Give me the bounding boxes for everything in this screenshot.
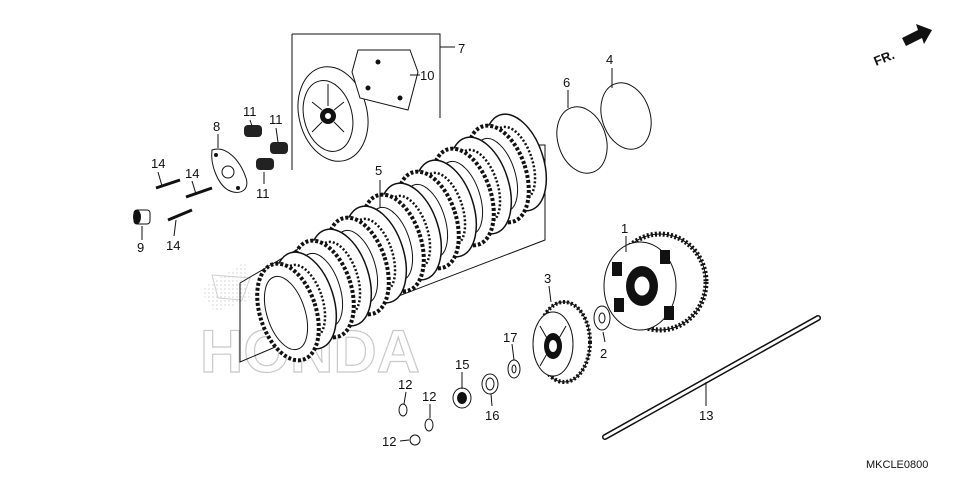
callout-7: 7 xyxy=(458,41,465,56)
part-7-group-frame xyxy=(291,33,455,170)
clutch-center xyxy=(532,300,592,384)
clutch-springs xyxy=(244,125,288,170)
callout-2: 2 xyxy=(600,346,607,361)
diagram-code: MKCLE0800 xyxy=(866,459,928,471)
o-ring-4 xyxy=(600,82,652,150)
clutch-outer xyxy=(603,231,709,333)
nut-9 xyxy=(133,209,151,225)
callout-11-bottom: 11 xyxy=(256,186,270,201)
o-ring-6 xyxy=(556,106,608,174)
disc-inner-edge xyxy=(263,275,309,351)
callout-16: 16 xyxy=(485,408,499,423)
front-direction-arrow: FR. xyxy=(872,24,932,69)
lock-nut-15 xyxy=(452,387,472,409)
callout-11-top: 11 xyxy=(243,104,257,119)
direction-label: FR. xyxy=(872,47,897,69)
o-rings-12 xyxy=(398,403,434,446)
washer-16 xyxy=(481,373,499,395)
callout-labels: 1 2 3 4 5 6 7 8 9 10 11 11 11 12 12 12 1… xyxy=(137,41,713,449)
callout-5: 5 xyxy=(375,163,382,178)
callout-4: 4 xyxy=(606,52,613,67)
callout-14-left: 14 xyxy=(151,156,165,171)
callout-12-right: 12 xyxy=(422,389,436,404)
callout-9: 9 xyxy=(137,240,144,255)
clutch-lifter-plate xyxy=(297,66,369,162)
callout-15: 15 xyxy=(455,357,469,372)
leader-lines xyxy=(141,68,707,442)
callout-3: 3 xyxy=(544,271,551,286)
callout-13: 13 xyxy=(699,408,713,423)
callout-14-middle: 14 xyxy=(185,166,199,181)
callout-10: 10 xyxy=(420,68,434,83)
lifter-plate-10 xyxy=(351,49,420,111)
bolts-14 xyxy=(155,178,213,222)
washer-17 xyxy=(507,359,521,379)
clutch-plate-8 xyxy=(211,148,248,193)
clutch-rod-13 xyxy=(602,315,821,440)
callout-8: 8 xyxy=(213,119,220,134)
callout-1: 1 xyxy=(621,221,628,236)
callout-11-right: 11 xyxy=(269,112,283,127)
callout-14-bottom: 14 xyxy=(166,238,180,253)
callout-12-top: 12 xyxy=(398,377,412,392)
callout-6: 6 xyxy=(563,75,570,90)
clutch-disc-stack xyxy=(255,113,548,363)
callout-17: 17 xyxy=(503,330,517,345)
callout-12-bottom: 12 xyxy=(382,434,396,449)
thrust-washer-2 xyxy=(593,305,611,331)
